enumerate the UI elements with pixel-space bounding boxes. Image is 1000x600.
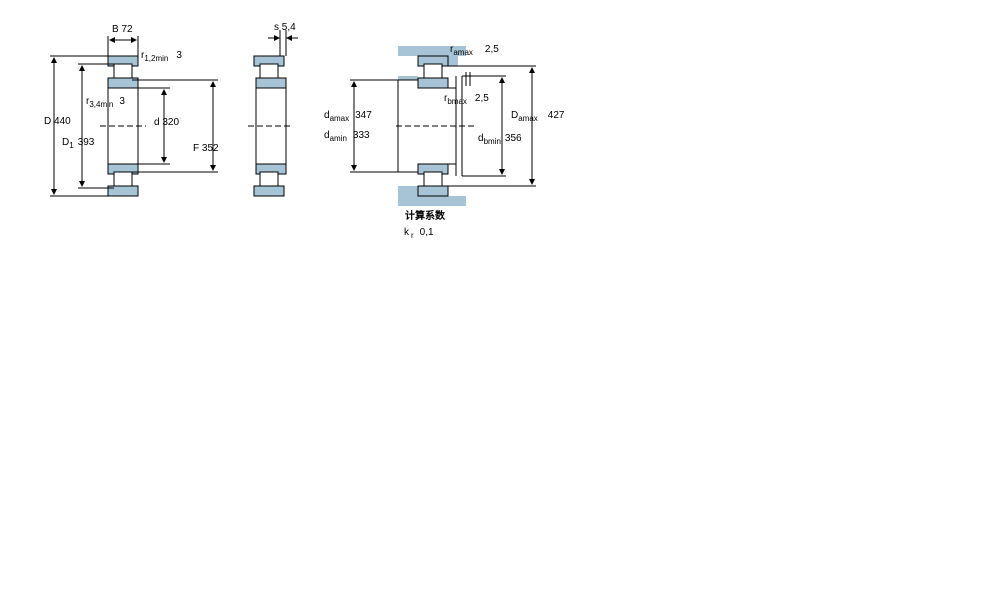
shaft-shoulder-upper — [398, 76, 418, 80]
v3-lower-outer-ring — [417, 185, 449, 197]
shaft-shoulder-lower — [398, 186, 418, 196]
housing-lower — [398, 196, 466, 206]
label-F: F 352 — [193, 143, 219, 154]
v3-upper-inner-ring — [417, 77, 449, 89]
label-s: s 5,4 — [274, 22, 296, 33]
calc-factors-title: 计算系数 — [405, 209, 446, 222]
view-1-section — [50, 36, 218, 197]
view-2-section — [248, 30, 298, 197]
lower-outer-ring — [107, 185, 139, 197]
view-3-section — [350, 46, 536, 206]
label-B: B 72 — [112, 24, 133, 35]
label-d: d 320 — [154, 117, 179, 128]
label-D: D 440 — [44, 116, 71, 127]
v2-upper-inner-ring — [255, 77, 287, 89]
upper-inner-ring — [107, 77, 139, 89]
v2-lower-outer-ring — [253, 185, 285, 197]
